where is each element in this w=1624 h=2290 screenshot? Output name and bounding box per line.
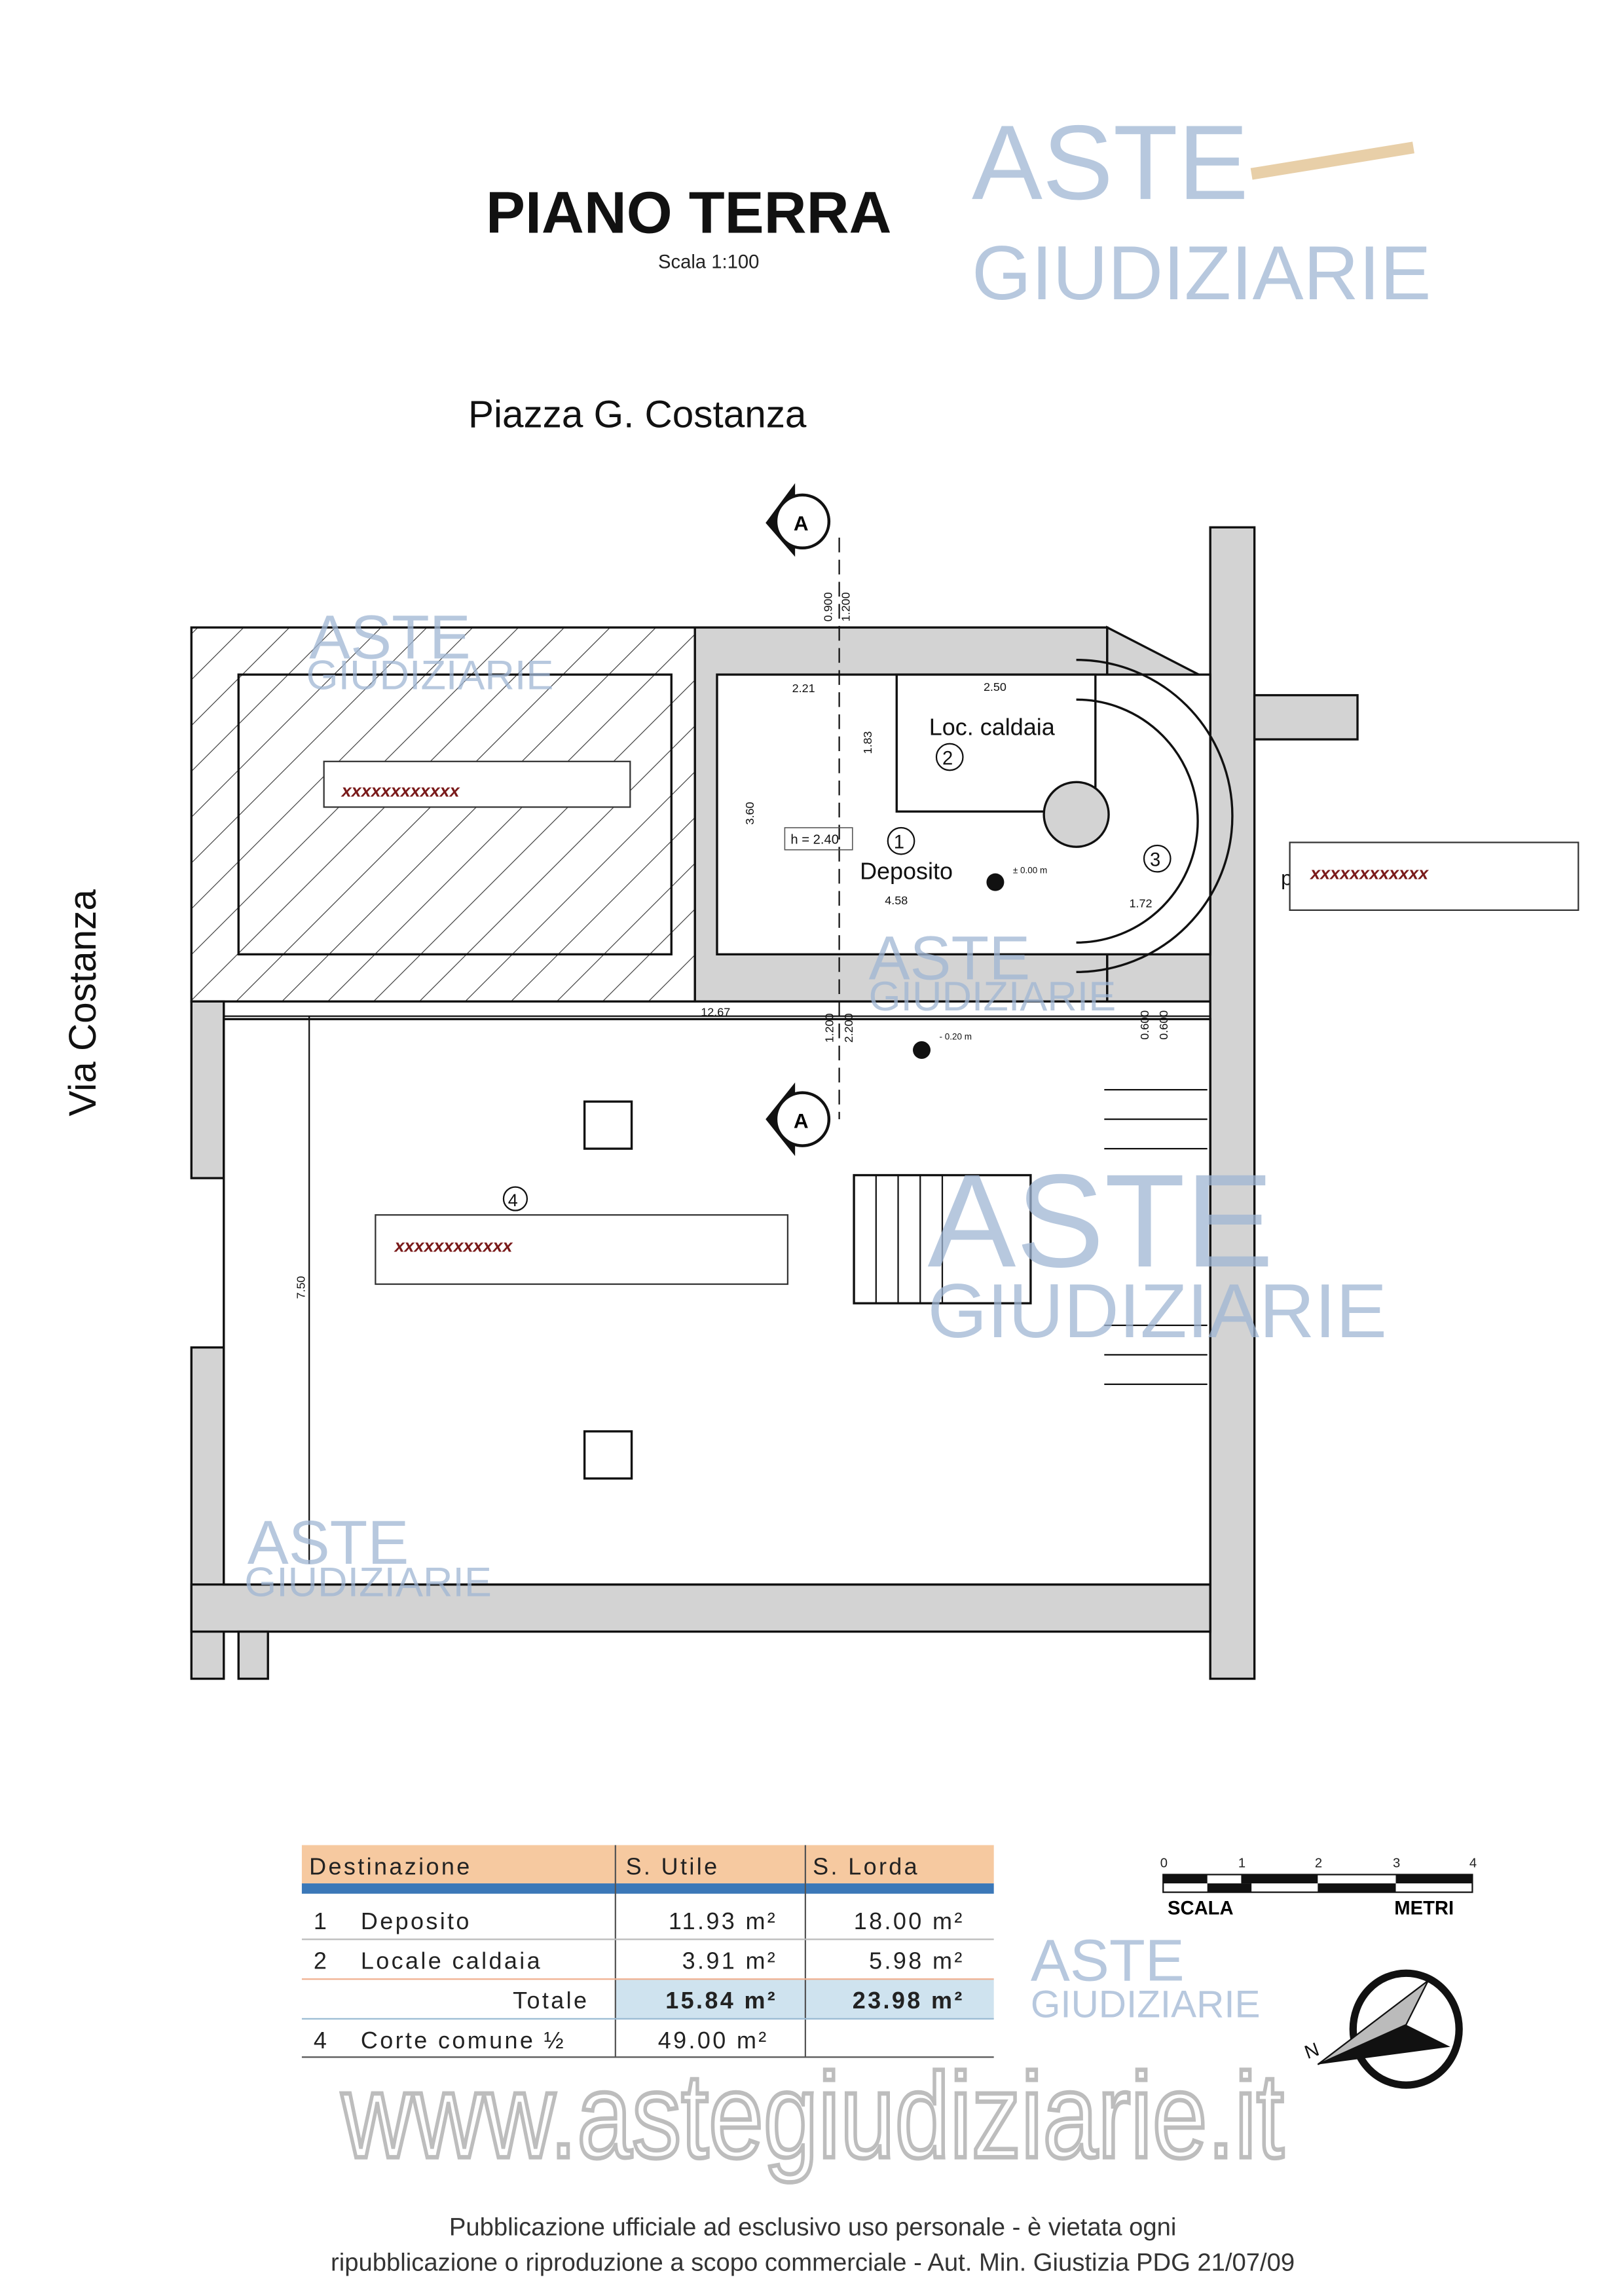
- col-header: Destinazione: [309, 1853, 471, 1880]
- svg-text:3: 3: [1393, 1856, 1400, 1870]
- svg-text:GIUDIZIARIE: GIUDIZIARIE: [928, 1268, 1388, 1354]
- svg-text:xxxxxxxxxxxx: xxxxxxxxxxxx: [394, 1236, 513, 1256]
- col-header: S. Utile: [626, 1853, 720, 1880]
- svg-text:1: 1: [894, 832, 904, 853]
- page-title: PIANO TERRA: [486, 181, 891, 246]
- svg-text:SCALA: SCALA: [1168, 1898, 1234, 1919]
- svg-text:23.98 m²: 23.98 m²: [853, 1987, 965, 2014]
- svg-text:Deposito: Deposito: [361, 1908, 471, 1934]
- svg-text:ASTE: ASTE: [972, 103, 1249, 222]
- svg-text:4.58: 4.58: [885, 894, 908, 907]
- scale-note: Scala 1:100: [658, 252, 759, 273]
- svg-text:4: 4: [508, 1191, 518, 1210]
- svg-text:ASTE: ASTE: [869, 925, 1031, 993]
- svg-text:49.00 m²: 49.00 m²: [658, 2027, 769, 2054]
- svg-text:Totale: Totale: [513, 1987, 589, 2014]
- svg-text:GIUDIZIARIE: GIUDIZIARIE: [972, 230, 1431, 316]
- watermark-plan: ASTE GIUDIZIARIE ASTE GIUDIZIARIE ASTE G…: [244, 603, 1387, 1605]
- svg-text:1.200: 1.200: [839, 592, 852, 621]
- svg-text:GIUDIZIARIE: GIUDIZIARIE: [244, 1560, 492, 1606]
- svg-text:± 0.00 m: ± 0.00 m: [1013, 866, 1047, 876]
- svg-text:2.200: 2.200: [842, 1013, 855, 1043]
- street-left: Via Costanza: [62, 889, 104, 1117]
- svg-text:Deposito: Deposito: [860, 858, 953, 885]
- svg-text:0.600: 0.600: [1157, 1010, 1170, 1040]
- svg-text:GIUDIZIARIE: GIUDIZIARIE: [869, 974, 1116, 1020]
- svg-text:15.84 m²: 15.84 m²: [665, 1987, 777, 2014]
- svg-text:A: A: [794, 1110, 809, 1133]
- svg-text:A: A: [794, 512, 809, 535]
- svg-text:0.600: 0.600: [1138, 1010, 1151, 1040]
- svg-text:2: 2: [1315, 1856, 1322, 1870]
- svg-text:ASTE: ASTE: [309, 603, 471, 672]
- footer-line-2: ripubblicazione o riproduzione a scopo c…: [331, 2248, 1295, 2276]
- svg-text:3.91 m²: 3.91 m²: [682, 1947, 778, 1974]
- svg-text:1.200: 1.200: [823, 1013, 836, 1043]
- room-labels: Loc. caldaia 2 1 Deposito 3 4 h = 2.40 ±…: [502, 713, 1293, 1211]
- svg-text:2: 2: [314, 1947, 329, 1974]
- col-header: S. Lorda: [813, 1853, 919, 1880]
- svg-text:ASTE: ASTE: [248, 1509, 409, 1578]
- dimension-labels: 2.21 2.50 4.58 1.72 12.67 1.83 3.60 7.50…: [294, 592, 1170, 1299]
- svg-text:ASTE: ASTE: [928, 1147, 1274, 1295]
- redacted-label: xxxxxxxxxxxx: [323, 760, 631, 808]
- svg-text:18.00 m²: 18.00 m²: [854, 1908, 965, 1934]
- redacted-label: xxxxxxxxxxxx: [1289, 841, 1579, 912]
- svg-text:5.98 m²: 5.98 m²: [869, 1947, 965, 1974]
- svg-text:xxxxxxxxxxxx: xxxxxxxxxxxx: [341, 781, 460, 801]
- gavel-icon: [1250, 141, 1414, 180]
- svg-text:0: 0: [1160, 1856, 1168, 1870]
- section-marker-bottom: A: [766, 1082, 831, 1156]
- svg-text:1: 1: [1238, 1856, 1246, 1870]
- svg-text:N: N: [1302, 2039, 1322, 2063]
- svg-text:3.60: 3.60: [743, 802, 756, 824]
- svg-text:Loc. caldaia: Loc. caldaia: [929, 713, 1055, 740]
- footer-line-1: Pubblicazione ufficiale ad esclusivo uso…: [449, 2213, 1176, 2241]
- svg-text:GIUDIZIARIE: GIUDIZIARIE: [1031, 1984, 1261, 2026]
- redacted-label: xxxxxxxxxxxx: [375, 1214, 789, 1285]
- compass-north-icon: N: [1302, 1969, 1463, 2089]
- svg-text:GIUDIZIARIE: GIUDIZIARIE: [306, 653, 554, 699]
- street-top: Piazza G. Costanza: [468, 393, 807, 435]
- svg-text:7.50: 7.50: [294, 1276, 307, 1299]
- svg-text:Locale caldaia: Locale caldaia: [361, 1947, 542, 1974]
- svg-text:0.900: 0.900: [821, 592, 834, 621]
- svg-text:1.83: 1.83: [861, 731, 874, 754]
- svg-text:4: 4: [314, 2027, 329, 2054]
- watermark-top: ASTE GIUDIZIARIE: [972, 103, 1431, 316]
- svg-text:ASTE: ASTE: [1031, 1928, 1185, 1993]
- svg-text:2: 2: [942, 748, 953, 769]
- scale-bar: ASTE GIUDIZIARIE 0 1 2 3 4 SCALA METRI: [1031, 1856, 1477, 2025]
- building-walls: [190, 526, 1359, 1680]
- svg-text:2.50: 2.50: [984, 680, 1006, 693]
- svg-text:3: 3: [1150, 849, 1160, 870]
- svg-text:METRI: METRI: [1394, 1898, 1454, 1919]
- svg-text:1.72: 1.72: [1130, 896, 1153, 910]
- svg-text:2.21: 2.21: [792, 682, 815, 695]
- svg-text:- 0.20 m: - 0.20 m: [939, 1032, 971, 1042]
- svg-text:xxxxxxxxxxxx: xxxxxxxxxxxx: [1309, 864, 1429, 883]
- area-table: Destinazione S. Utile S. Lorda 1 Deposit…: [301, 1845, 994, 2058]
- svg-text:12.67: 12.67: [701, 1006, 730, 1019]
- svg-text:11.93 m²: 11.93 m²: [669, 1908, 777, 1934]
- svg-text:h = 2.40: h = 2.40: [790, 833, 839, 847]
- section-marker-top: A: [766, 483, 831, 557]
- site-watermark: www.astegiudiziarie.it: [341, 2048, 1284, 2183]
- svg-text:4: 4: [1469, 1856, 1477, 1870]
- svg-text:1: 1: [314, 1908, 329, 1934]
- svg-text:Corte comune ½: Corte comune ½: [361, 2027, 566, 2054]
